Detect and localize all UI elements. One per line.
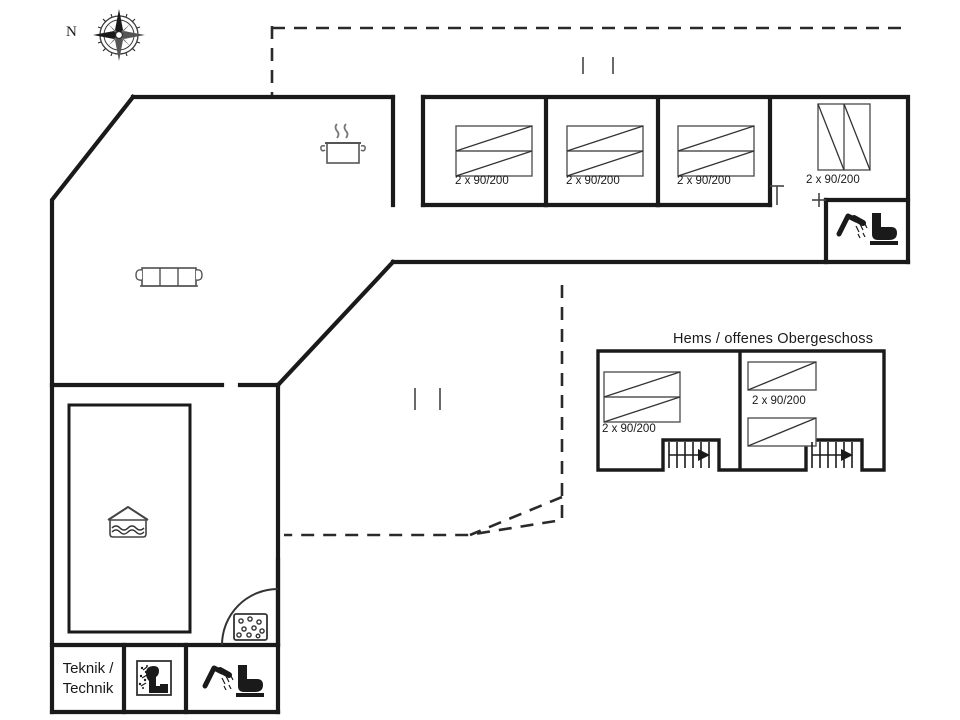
whirlpool-door-arc (221, 588, 279, 646)
bed-group-hems-right-top (747, 361, 817, 391)
shower-toilet-icon-lower (202, 665, 264, 697)
indoor-pool-icon (107, 506, 149, 538)
bed-group-bedroom-3 (677, 125, 755, 177)
bed-label-bedroom-3: 2 x 90/200 (677, 175, 731, 187)
shower-toilet-icon-upper (836, 213, 898, 245)
bed-label-bedroom-1: 2 x 90/200 (455, 175, 509, 187)
compass-north-letter: N (66, 24, 77, 40)
sauna-icon (136, 660, 172, 696)
bed-label-hems-left: 2 x 90/200 (602, 423, 656, 435)
bed-group-bedroom-4 (817, 103, 871, 171)
cooking-pot-icon (320, 123, 366, 164)
terrace-outline (270, 26, 906, 537)
staircase-icon-right (811, 442, 853, 468)
thin-detail-lines (414, 57, 826, 410)
sofa-icon (135, 267, 203, 287)
whirlpool-icon (233, 613, 268, 641)
bed-group-hems-left (603, 371, 681, 423)
bed-label-bedroom-2: 2 x 90/200 (566, 175, 620, 187)
staircase-icon-left (668, 442, 710, 468)
technik-room-label: Teknik / Technik (54, 659, 122, 700)
bed-label-hems-right: 2 x 90/200 (752, 395, 806, 407)
terrace-outline-lower (469, 495, 563, 537)
technik-label-line2: Technik (62, 680, 114, 698)
hems-title-label: Hems / offenes Obergeschoss (673, 331, 874, 347)
bed-group-bedroom-1 (455, 125, 533, 177)
hems-block-walls (596, 349, 886, 472)
technik-label-line1: Teknik / (62, 660, 114, 677)
bed-group-hems-right-bottom (747, 417, 817, 447)
bed-group-bedroom-2 (566, 125, 644, 177)
building-walls (49, 94, 911, 715)
north-compass-rose (93, 9, 145, 61)
bed-label-bedroom-4: 2 x 90/200 (806, 174, 860, 186)
